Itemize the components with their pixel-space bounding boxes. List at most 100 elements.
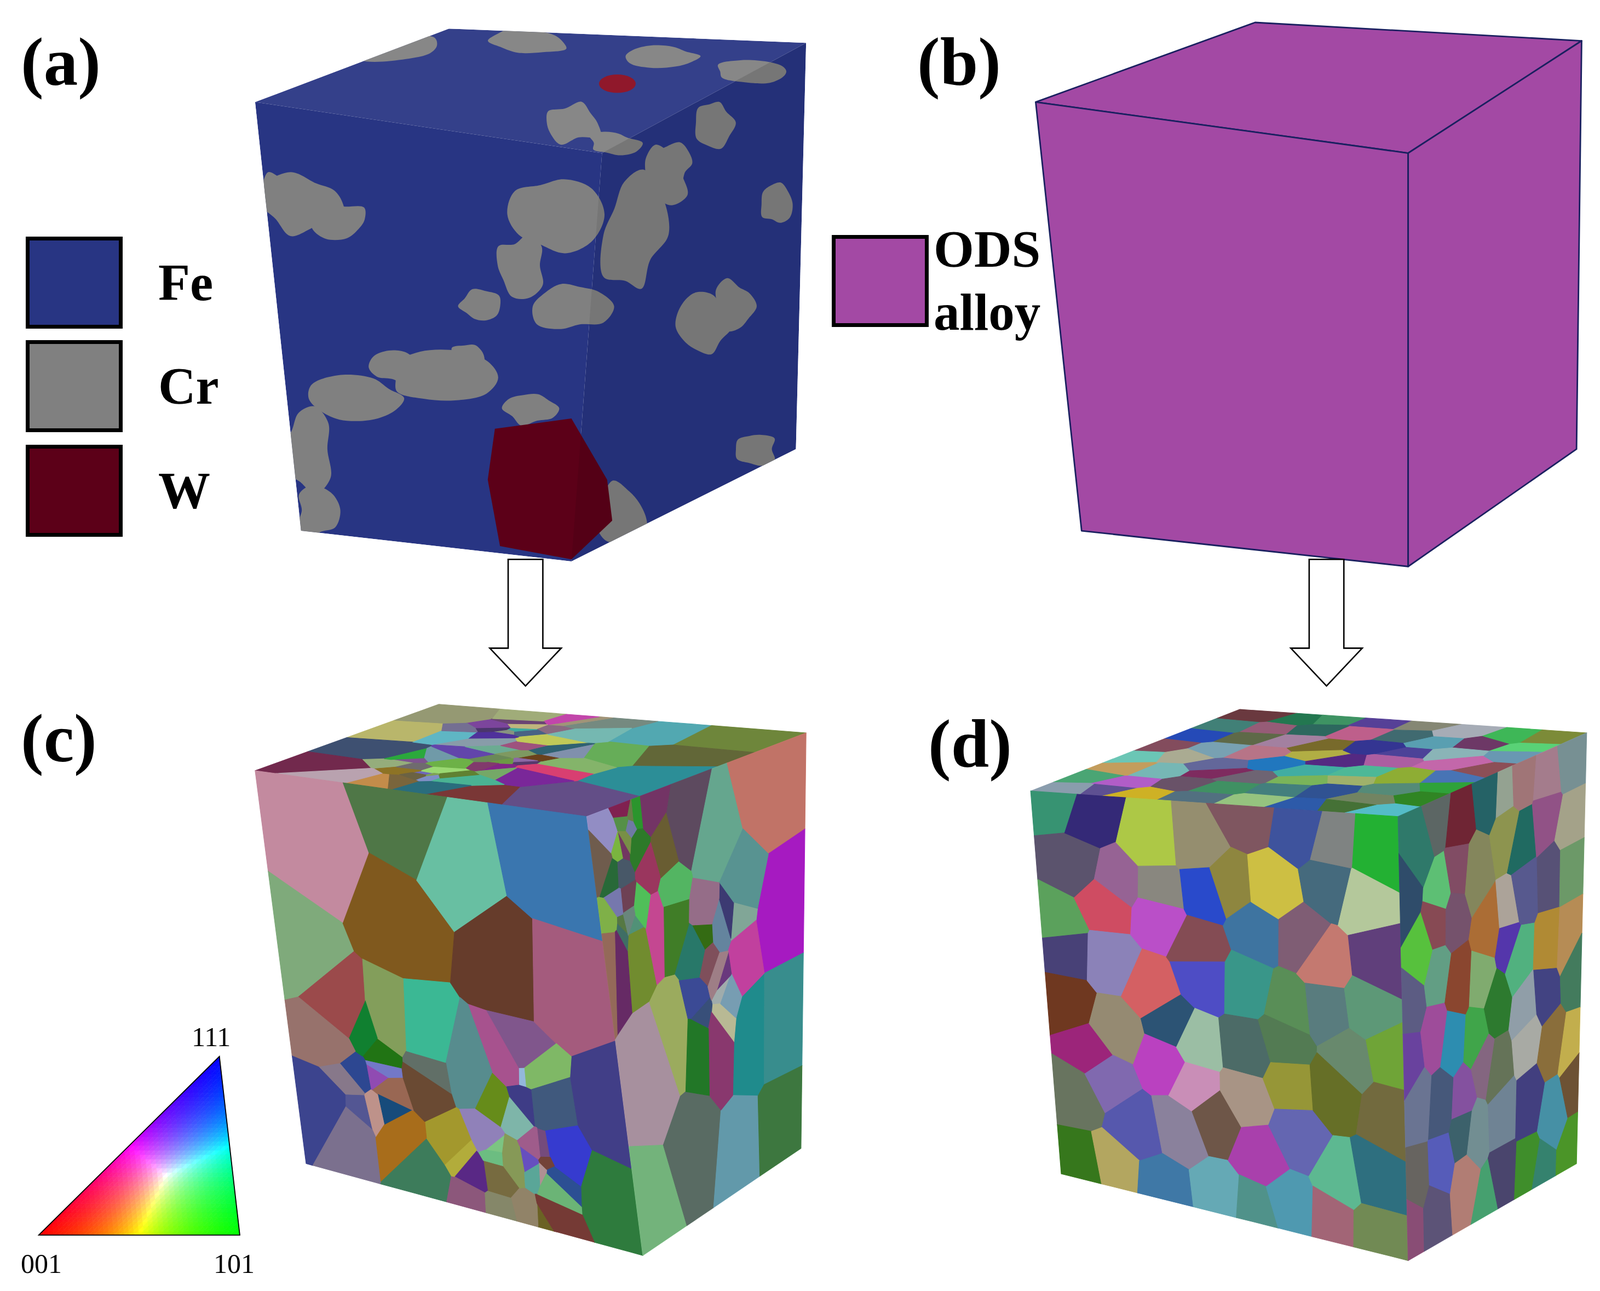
ipf-cell	[98, 1226, 104, 1231]
ipf-cell	[105, 1199, 111, 1204]
ipf-cell	[128, 1181, 134, 1186]
ipf-cell	[125, 1203, 131, 1208]
ipf-cell	[215, 1189, 221, 1195]
ods-face	[1408, 41, 1582, 567]
ipf-cell	[147, 1167, 153, 1173]
ipf-cell	[214, 1181, 220, 1186]
ipf-cell	[162, 1216, 168, 1222]
ipf-cell	[206, 1114, 212, 1119]
ipf-cell	[126, 1207, 132, 1213]
ipf-cell	[168, 1176, 174, 1182]
ipf-cell	[103, 1181, 109, 1186]
ipf-cell	[191, 1203, 197, 1208]
ipf-cell	[203, 1216, 209, 1222]
ipf-cell	[138, 1230, 144, 1235]
ipf-cell	[216, 1114, 222, 1119]
ipf-cell	[127, 1221, 133, 1226]
ipf-cell	[209, 1100, 215, 1105]
ipf-cell	[170, 1114, 176, 1119]
ipf-cell	[217, 1131, 223, 1137]
ipf-cell	[139, 1145, 145, 1150]
ipf-cell	[158, 1181, 164, 1186]
ipf-cell	[198, 1221, 204, 1226]
ipf-cell	[190, 1145, 195, 1150]
ipf-cell	[108, 1185, 114, 1190]
ipf-cell	[226, 1203, 232, 1208]
ipf-cell	[210, 1109, 216, 1115]
ipf-cell	[213, 1216, 218, 1222]
ipf-cell	[107, 1216, 113, 1222]
ipf-cell	[181, 1114, 187, 1119]
ipf-cell	[142, 1216, 148, 1222]
ipf-cell	[202, 1078, 207, 1083]
ipf-cell	[99, 1185, 105, 1190]
ipf-cell	[189, 1145, 195, 1150]
ipf-cell	[228, 1185, 234, 1190]
ipf-cell	[211, 1207, 217, 1213]
ipf-cell	[142, 1131, 148, 1137]
ipf-cell	[210, 1149, 216, 1155]
ipf-cell	[128, 1176, 134, 1182]
ipf-cell	[200, 1158, 206, 1164]
ipf-cell	[121, 1163, 126, 1168]
ipf-cell	[182, 1127, 188, 1132]
ipf-cell	[215, 1149, 221, 1155]
ipf-cell	[210, 1114, 216, 1119]
ipf-cell	[215, 1199, 221, 1204]
ipf-cell	[222, 1212, 228, 1217]
ipf-cell	[190, 1149, 195, 1155]
ipf-cell	[216, 1203, 222, 1208]
ipf-cell	[166, 1118, 172, 1124]
ipf-cell	[204, 1181, 210, 1186]
ipf-cell	[123, 1230, 129, 1235]
ipf-cell	[209, 1136, 215, 1141]
ipf-cell	[82, 1212, 88, 1217]
ipf-cell	[154, 1145, 160, 1150]
ipf-cell	[186, 1163, 192, 1168]
ipf-cell	[76, 1207, 82, 1213]
ipf-cell	[94, 1199, 100, 1204]
grain	[1102, 750, 1166, 763]
ipf-cell	[94, 1194, 100, 1199]
ipf-cell	[215, 1145, 221, 1150]
ipf-cell	[161, 1203, 167, 1208]
ipf-cell	[100, 1199, 106, 1204]
ipf-cell	[214, 1230, 220, 1235]
ipf-cell	[168, 1221, 174, 1226]
ipf-cell	[136, 1207, 142, 1213]
ipf-cell	[191, 1163, 197, 1168]
ipf-cell	[167, 1127, 172, 1132]
ipf-cell	[75, 1199, 81, 1204]
ipf-cell	[158, 1226, 164, 1231]
ipf-cell	[231, 1203, 237, 1208]
ipf-cell	[225, 1149, 230, 1155]
ipf-cell	[173, 1216, 178, 1222]
ipf-cell	[66, 1216, 72, 1222]
ipf-cell	[187, 1127, 193, 1132]
ipf-cell	[184, 1100, 190, 1105]
ipf-cell	[194, 1194, 200, 1199]
ipf-cell	[174, 1145, 180, 1150]
ipf-cell	[154, 1141, 160, 1146]
ipf-cell	[186, 1158, 192, 1164]
ipf-cell	[199, 1189, 205, 1195]
ipf-cell	[215, 1104, 221, 1110]
ipf-cell	[223, 1216, 229, 1222]
ipf-cell	[197, 1118, 203, 1124]
ipf-cell	[199, 1230, 205, 1235]
ipf-cell	[131, 1212, 137, 1217]
figure-group	[38, 22, 1587, 1260]
ipf-cell	[213, 1181, 219, 1186]
ipf-cell	[179, 1181, 184, 1186]
ipf-cell	[161, 1123, 167, 1128]
ipf-cell	[151, 1158, 157, 1164]
ipf-cell	[107, 1176, 113, 1182]
ipf-cell	[191, 1158, 197, 1164]
ipf-cell	[213, 1131, 218, 1137]
ipf-cell	[145, 1154, 151, 1159]
ipf-cell	[167, 1212, 173, 1217]
ipf-cell	[124, 1149, 130, 1155]
ipf-cell	[142, 1136, 148, 1141]
ipf-cell	[162, 1172, 168, 1177]
ipf-cell	[200, 1114, 206, 1119]
